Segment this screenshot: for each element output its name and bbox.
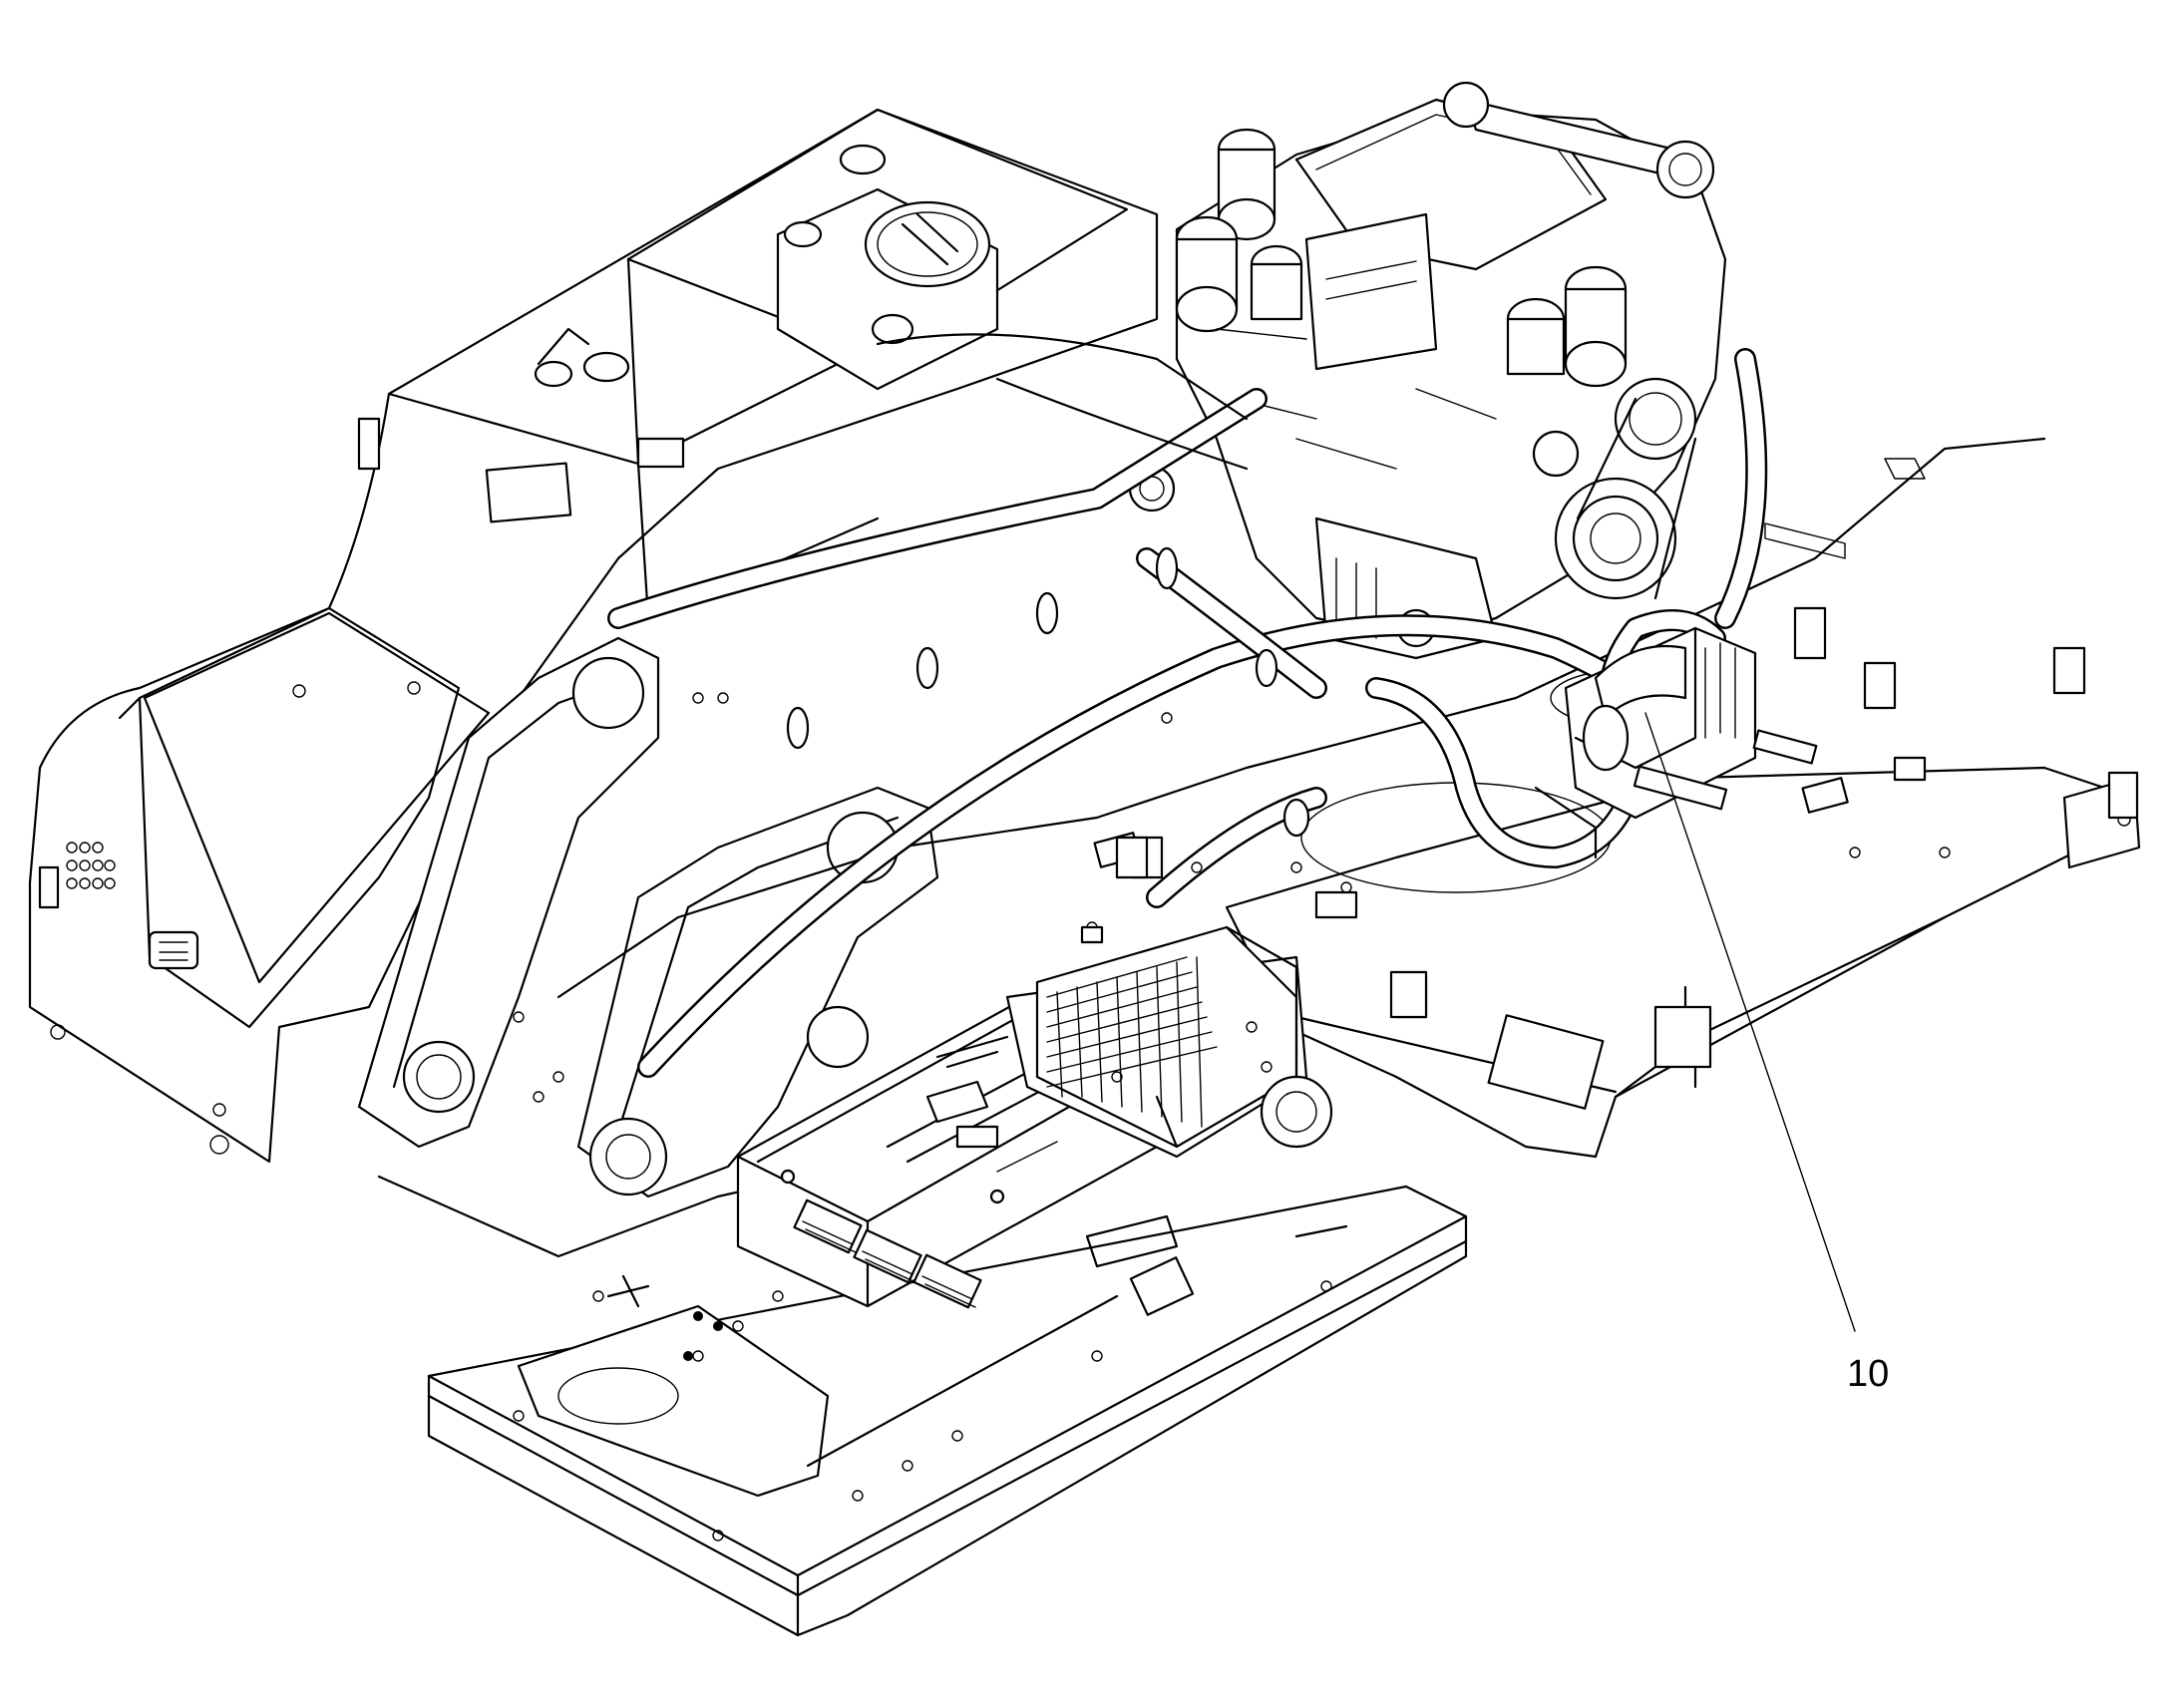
grille bbox=[1046, 956, 1218, 1128]
callout-10: 10 bbox=[1644, 712, 1889, 1395]
controller-box bbox=[736, 925, 1333, 1309]
fuel-tank-housing bbox=[28, 108, 1159, 1164]
controller-tray bbox=[427, 1185, 1468, 1637]
hoses bbox=[607, 333, 1768, 1078]
leader-line bbox=[1644, 712, 1856, 1332]
main-frame bbox=[357, 437, 2141, 1258]
switch-panel bbox=[38, 842, 116, 909]
fasteners bbox=[513, 692, 1302, 1103]
heater-unit bbox=[1534, 626, 1818, 859]
callout-label: 10 bbox=[1847, 1353, 1889, 1395]
engine-assembly bbox=[1128, 81, 1727, 660]
